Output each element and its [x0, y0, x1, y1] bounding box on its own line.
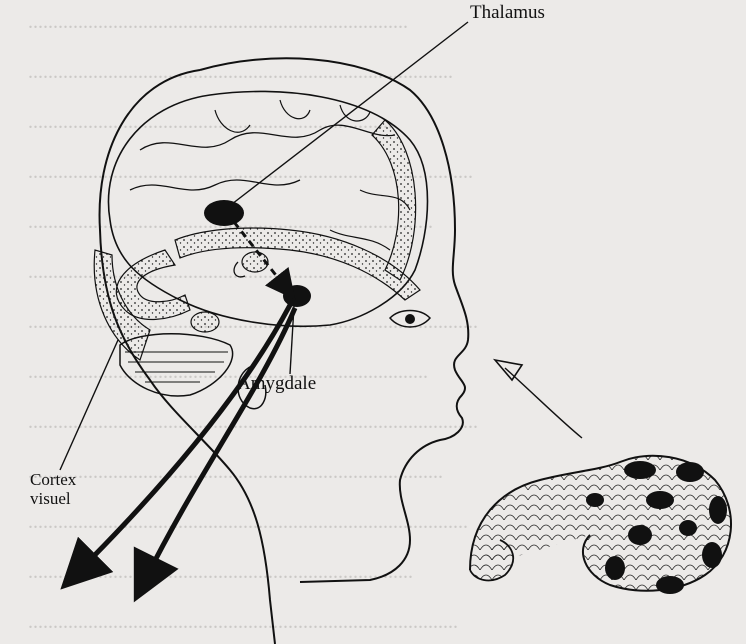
- amygdala-nucleus: [283, 285, 311, 307]
- output-arrow-left: [78, 305, 290, 572]
- snake-to-eye-arrow: [505, 368, 582, 438]
- cortex-leader-line: [60, 340, 118, 470]
- label-amygdale: Amygdale: [237, 374, 316, 393]
- label-cortex-visuel: Cortex visuel: [30, 470, 100, 508]
- label-thalamus: Thalamus: [470, 3, 545, 22]
- thalamus-leader-line: [232, 22, 468, 204]
- label-cortex-line2: visuel: [30, 489, 100, 508]
- cortex-band: [372, 120, 416, 280]
- thalamus-nucleus: [204, 200, 244, 226]
- output-arrow-right: [145, 308, 295, 580]
- snake-illustration: [470, 456, 731, 594]
- label-cortex-line1: Cortex: [30, 470, 100, 489]
- head-outline: [100, 70, 275, 644]
